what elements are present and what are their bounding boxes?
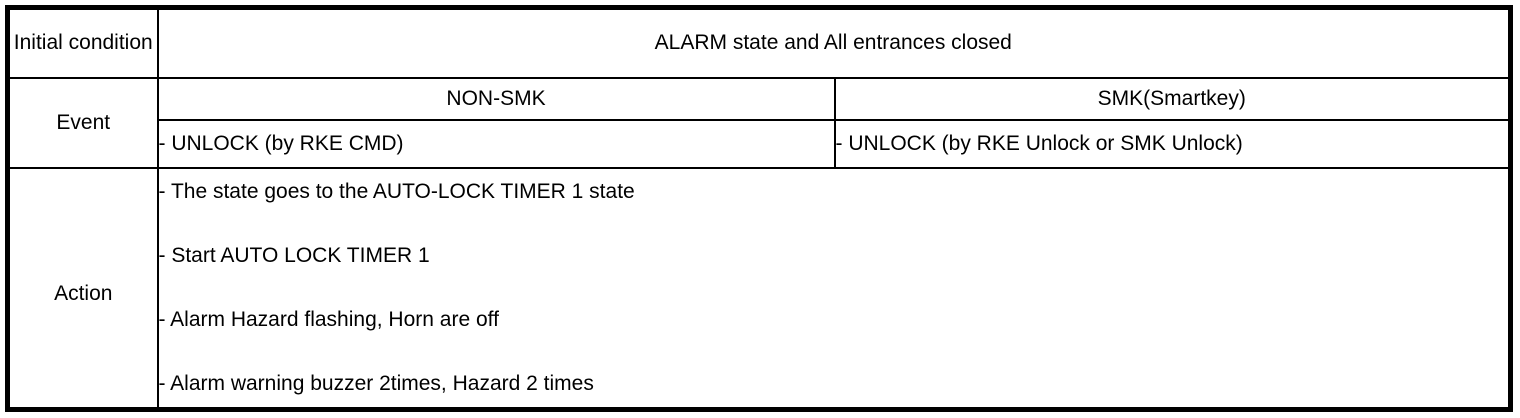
table-row-action: Action - The state goes to the AUTO-LOCK… xyxy=(6,166,1512,411)
table-row-header: Initial condition ALARM state and All en… xyxy=(6,6,1512,79)
alarm-state-header: ALARM state and All entrances closed xyxy=(156,6,1512,79)
action-item: - The state goes to the AUTO-LOCK TIMER … xyxy=(158,179,635,203)
event-row-label: Event xyxy=(6,76,159,169)
action-list: - The state goes to the AUTO-LOCK TIMER … xyxy=(156,166,1512,411)
column-header-smk: SMK(Smartkey) xyxy=(833,76,1512,121)
event-smk-value: - UNLOCK (by RKE Unlock or SMK Unlock) xyxy=(833,118,1512,169)
event-non-smk-value: - UNLOCK (by RKE CMD) xyxy=(156,118,836,169)
table-row-event-type: Event NON-SMK SMK(Smartkey) xyxy=(6,76,1512,169)
column-header-non-smk: NON-SMK xyxy=(156,76,836,121)
action-item: - Alarm Hazard flashing, Horn are off xyxy=(158,307,499,331)
action-item: - Start AUTO LOCK TIMER 1 xyxy=(158,243,430,267)
action-item: - Alarm warning buzzer 2times, Hazard 2 … xyxy=(158,371,594,395)
initial-condition-label: Initial condition xyxy=(6,6,159,79)
table-row-event-detail: - UNLOCK (by RKE CMD) - UNLOCK (by RKE U… xyxy=(8,118,1512,169)
action-row-label: Action xyxy=(6,166,159,411)
alarm-state-table: Initial condition ALARM state and All en… xyxy=(5,5,1514,412)
